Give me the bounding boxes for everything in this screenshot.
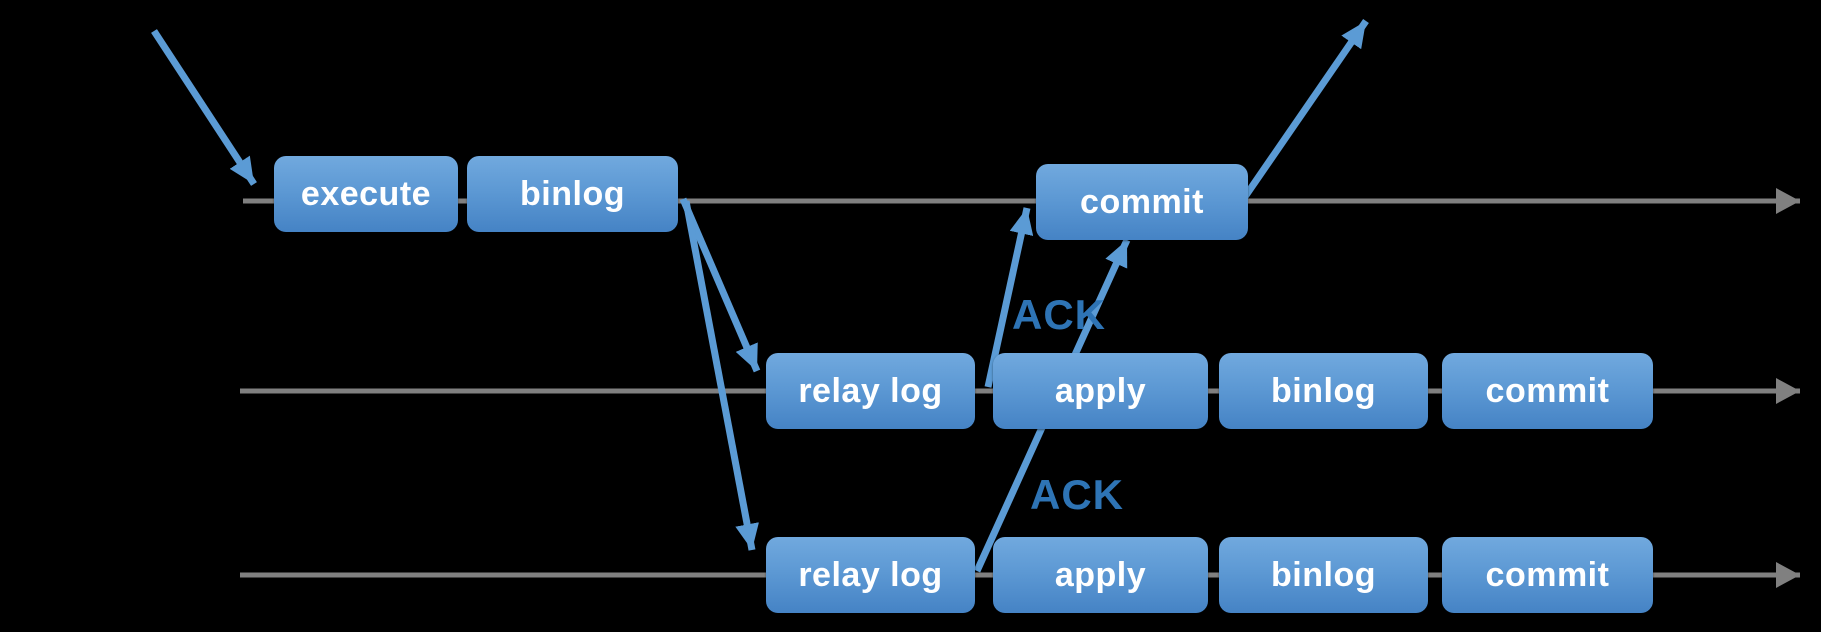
replica2-commit-label: commit [1485, 555, 1610, 594]
replica1-relaylog-label: relay log [798, 371, 943, 410]
master-commit-label: commit [1080, 182, 1204, 221]
commit-response-arrow [1237, 19, 1369, 206]
master-execute-label: execute [300, 174, 432, 213]
replica2-binlog-box: binlog [1219, 537, 1428, 613]
master-execute-box: execute [274, 156, 458, 232]
replica1-commit-label: commit [1485, 371, 1610, 410]
binlog-to-replica2-relaylog-arrow [682, 200, 759, 551]
binlog-to-replica1-relaylog-arrow [679, 197, 761, 373]
replica2-ack-label: ACK [1030, 471, 1124, 518]
client-request-arrow [151, 29, 257, 186]
replica2-relaylog-box: relay log [766, 537, 975, 613]
replica2-apply-box: apply [993, 537, 1208, 613]
replica1-relaylog-box: relay log [766, 353, 975, 429]
replica2-commit-box: commit [1442, 537, 1653, 613]
replica1-ack-label: ACK [1012, 291, 1106, 338]
master-binlog-label: binlog [520, 174, 625, 213]
replica1-binlog-box: binlog [1219, 353, 1428, 429]
replica2-apply-label: apply [1054, 555, 1147, 594]
replica1-commit-box: commit [1442, 353, 1653, 429]
replica1-apply-box: apply [993, 353, 1208, 429]
replica1-apply-label: apply [1054, 371, 1147, 410]
replica1-binlog-label: binlog [1271, 371, 1376, 410]
replica2-binlog-label: binlog [1271, 555, 1376, 594]
replica2-relaylog-label: relay log [798, 555, 943, 594]
master-binlog-box: binlog [467, 156, 678, 232]
master-commit-box: commit [1036, 164, 1248, 240]
